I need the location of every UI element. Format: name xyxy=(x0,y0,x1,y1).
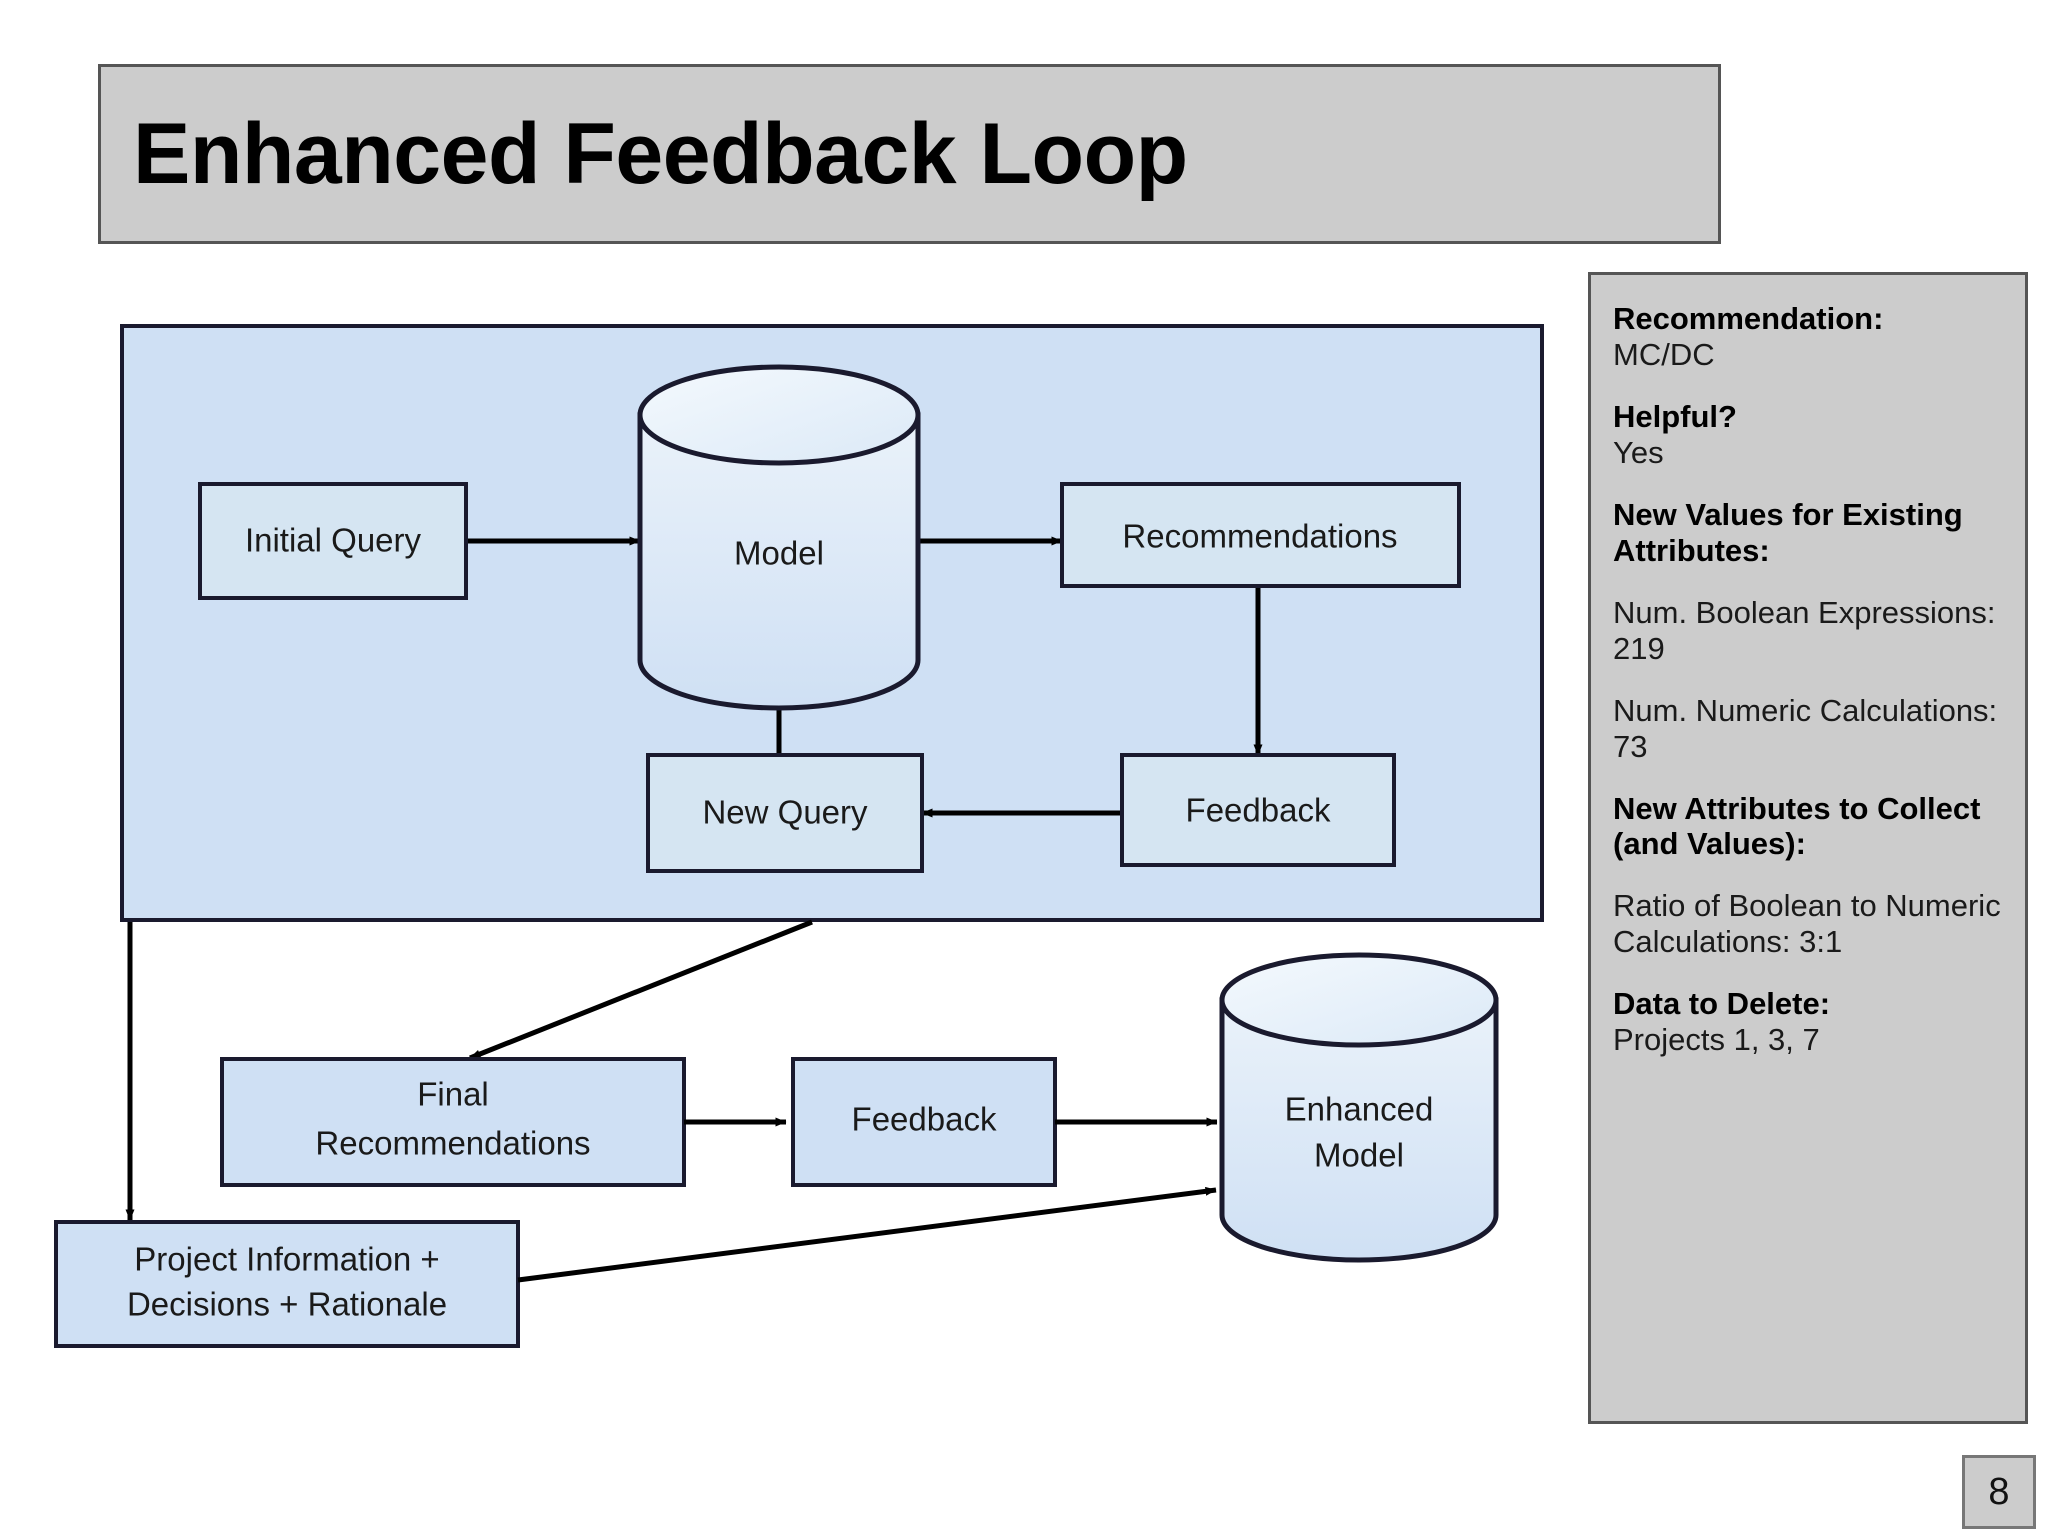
node-final-recommendations xyxy=(220,1057,686,1187)
node-feedback-inner-label: Feedback xyxy=(1186,792,1331,829)
edge-panel-to-final-recommendations xyxy=(469,919,813,1061)
sidebar-block-numeric-calculations: Num. Numeric Calculations: 73 xyxy=(1613,693,2003,765)
node-enhanced-model-cylinder xyxy=(1219,952,1499,1263)
sidebar-value-boolean-expressions: Num. Boolean Expressions: 219 xyxy=(1613,594,1996,666)
sidebar-heading-recommendation: Recommendation: xyxy=(1613,301,1884,336)
node-initial-query-label: Initial Query xyxy=(245,522,422,559)
node-enhanced-model-label-line1: Enhanced xyxy=(1285,1091,1434,1128)
node-feedback-outer-label: Feedback xyxy=(852,1101,997,1138)
sidebar-block-data-to-delete: Data to Delete: Projects 1, 3, 7 xyxy=(1613,986,2003,1058)
recommendation-details-panel: Recommendation: MC/DC Helpful? Yes New V… xyxy=(1588,272,2028,1424)
sidebar-heading-data-to-delete: Data to Delete: xyxy=(1613,986,1831,1022)
diagram-canvas: Initial Query Model Recommendations New … xyxy=(54,324,1544,1348)
node-project-information-label-line1: Project Information + xyxy=(134,1241,439,1278)
sidebar-heading-helpful: Helpful? xyxy=(1613,398,1737,434)
node-final-recommendations-label-line1: Final xyxy=(417,1076,489,1113)
feedback-loop-diagram: Initial Query Model Recommendations New … xyxy=(54,324,1544,1348)
sidebar-block-boolean-expressions: Num. Boolean Expressions: 219 xyxy=(1613,595,2003,667)
node-new-query xyxy=(646,753,924,873)
sidebar-heading-new-values: New Values for Existing Attributes: xyxy=(1613,496,1963,568)
page-title: Enhanced Feedback Loop xyxy=(133,105,1188,202)
sidebar-value-ratio: Ratio of Boolean to Numeric Calculations… xyxy=(1613,888,2001,960)
sidebar-value-helpful: Yes xyxy=(1613,434,1664,470)
node-model-label: Model xyxy=(734,535,824,572)
node-initial-query xyxy=(198,482,468,600)
sidebar-value-data-to-delete: Projects 1, 3, 7 xyxy=(1613,1022,1820,1058)
node-new-query-label: New Query xyxy=(702,794,868,831)
edge-project-info-to-enhanced-model xyxy=(517,1186,1217,1283)
page-number-badge: 8 xyxy=(1962,1455,2036,1529)
node-feedback-inner xyxy=(1120,753,1396,867)
node-recommendations xyxy=(1060,482,1461,588)
node-recommendations-label: Recommendations xyxy=(1122,518,1397,555)
sidebar-value-recommendation: MC/DC xyxy=(1613,336,1715,372)
sidebar-block-recommendation: Recommendation: MC/DC xyxy=(1613,301,2003,373)
sidebar-block-ratio: Ratio of Boolean to Numeric Calculations… xyxy=(1613,888,2003,960)
sidebar-value-numeric-calculations: Num. Numeric Calculations: 73 xyxy=(1613,692,1998,764)
slide-title-banner: Enhanced Feedback Loop xyxy=(98,64,1721,244)
node-final-recommendations-label-line2: Recommendations xyxy=(315,1125,590,1162)
node-project-information xyxy=(54,1220,520,1348)
sidebar-block-new-values-heading: New Values for Existing Attributes: xyxy=(1613,497,2003,569)
page-number: 8 xyxy=(1988,1470,2010,1513)
node-model-cylinder xyxy=(637,364,921,711)
sidebar-heading-new-attributes: New Attributes to Collect (and Values): xyxy=(1613,790,1981,862)
node-enhanced-model-label-line2: Model xyxy=(1314,1137,1404,1174)
node-project-information-label-line2: Decisions + Rationale xyxy=(127,1286,447,1323)
sidebar-block-new-attributes-heading: New Attributes to Collect (and Values): xyxy=(1613,791,2003,863)
sidebar-block-helpful: Helpful? Yes xyxy=(1613,399,2003,471)
